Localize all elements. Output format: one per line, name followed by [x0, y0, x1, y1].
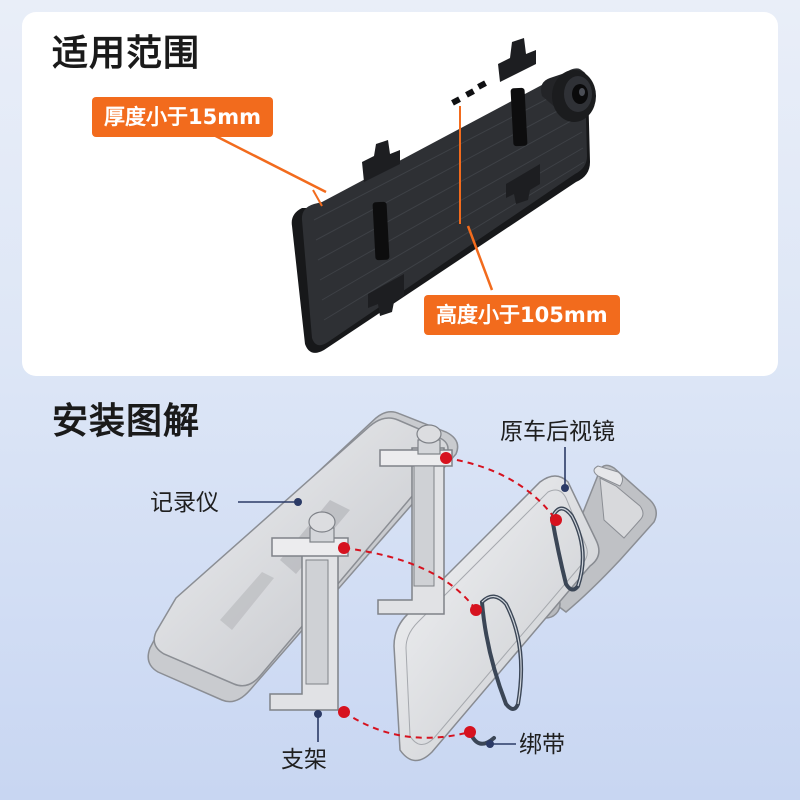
height-tag: 高度小于105mm — [424, 295, 620, 335]
dashcam-illustration — [191, 38, 596, 353]
label-original-mirror: 原车后视镜 — [500, 419, 615, 445]
bracket-front — [269, 511, 349, 711]
label-recorder: 记录仪 — [150, 490, 219, 516]
install-title: 安装图解 — [52, 401, 201, 442]
label-bracket: 支架 — [281, 747, 327, 773]
label-strap: 绑带 — [519, 732, 565, 758]
thickness-tag: 厚度小于15mm — [92, 97, 273, 137]
scope-card: 适用范围 — [22, 12, 778, 376]
bracket-rear — [377, 424, 453, 615]
scope-title: 适用范围 — [52, 33, 201, 74]
